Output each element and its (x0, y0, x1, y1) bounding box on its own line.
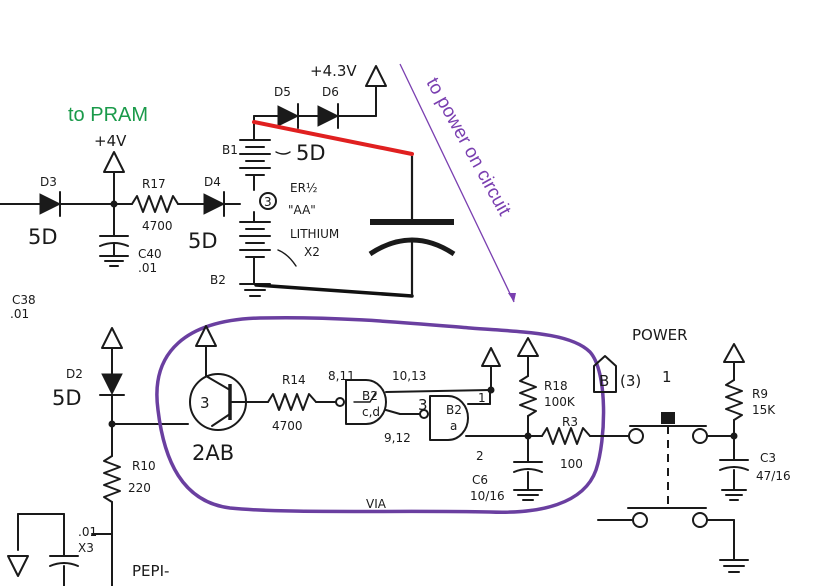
battery-er-label: ER½ (290, 181, 318, 195)
diode-d4-label: D4 (204, 175, 221, 189)
capacitor-c3-label: C3 (760, 451, 776, 465)
switch-number: 1 (662, 368, 672, 386)
bottom-left-cap-value: .01 (78, 525, 97, 539)
diode-d6-symbol (317, 105, 340, 127)
pins-9-12-label: 9,12 (384, 431, 411, 445)
battery-lithium-label: LITHIUM (290, 227, 339, 241)
diode-d2-label: D2 (66, 367, 83, 381)
gate-b2-cd-sub: c,d (362, 405, 380, 419)
gate-pin-1: 1 (478, 391, 486, 405)
resistor-r9-symbol (725, 379, 743, 421)
battery-aa-label: "AA" (288, 203, 316, 217)
red-wire (252, 120, 414, 156)
connector-b-symbol (593, 355, 617, 393)
capacitor-c6-value: 10/16 (470, 489, 505, 503)
capacitor-c3-value: 47/16 (756, 469, 791, 483)
diode-d5-symbol (277, 105, 300, 127)
resistor-r3-value: 100 (560, 457, 583, 471)
power-label: POWER (632, 326, 688, 344)
pins-8-11-label: 8,11 (328, 369, 355, 383)
gate-number-3: 3 (418, 396, 428, 414)
capacitor-c38-value: .01 (10, 307, 29, 321)
gate-b2-cd-label: B2 (362, 389, 378, 403)
capacitor-c40-label: C40 (138, 247, 162, 261)
annotation-power-on: to power on circuit (399, 63, 516, 303)
annotation-power-on-text: to power on circuit (422, 74, 515, 220)
gate-b2-cd: 8,11 10,13 9,12 B2 c,d (328, 369, 491, 445)
q3-number: 3 (200, 394, 210, 412)
power-switch-section: POWER B (3) 1 R9 15K C3 47/16 (593, 326, 791, 573)
r18-r3-c6: R18 100K R3 100 C6 10/16 VIA (366, 337, 629, 511)
d2-r10-column: D2 5D R10 220 (52, 327, 189, 586)
gate-b2-a-label: B2 (446, 403, 462, 417)
rail-q3-arrow (195, 325, 217, 347)
battery-cell-number: 3 (264, 195, 272, 209)
battery-b1-label: B1 (222, 143, 238, 157)
resistor-r14-symbol (267, 393, 317, 411)
connector-b-label: B (599, 372, 609, 390)
resistor-r18-symbol (519, 375, 537, 417)
switch-actuator (661, 412, 675, 424)
rail-d2-arrow (101, 327, 123, 349)
resistor-r18-value: 100K (544, 395, 576, 409)
resistor-r10-value: 220 (128, 481, 151, 495)
diode-d4-symbol (203, 193, 226, 215)
resistor-r14-value: 4700 (272, 419, 303, 433)
q3-type: 2AB (192, 441, 234, 465)
capacitor-c38-label: C38 (12, 293, 36, 307)
battery-b2-label: B2 (210, 273, 226, 287)
diode-d2-symbol (101, 373, 123, 396)
resistor-r3-symbol (541, 427, 591, 445)
rail-4v-arrow (103, 151, 125, 173)
bottom-left-fragments: .01 X3 PEPI- (7, 513, 169, 586)
resistor-r17-symbol (131, 195, 179, 213)
rail-43v-arrow (365, 65, 387, 87)
diode-d3-type: 5D (28, 225, 58, 249)
r14-resistor: R14 4700 (267, 373, 337, 433)
resistor-r10-symbol (103, 455, 121, 503)
diode-d3-symbol (39, 193, 62, 215)
bottom-left-cap-multiplier: X3 (78, 541, 94, 555)
pep-label: PEPI- (132, 562, 169, 580)
resistor-r9-label: R9 (752, 387, 768, 401)
diode-d4-type: 5D (188, 229, 218, 253)
rail-r18-arrow (517, 337, 539, 357)
capacitor-c6-label: C6 (472, 473, 488, 487)
annotation-arrow-line (399, 63, 515, 303)
pins-10-13-label: 10,13 (392, 369, 426, 383)
diode-d2-type: 5D (52, 386, 82, 410)
annotation-arrowhead (508, 293, 516, 302)
pullup-rail-left (481, 347, 501, 394)
black-wire (254, 283, 414, 298)
rail-43v-group: +4.3V D5 D6 5D (253, 62, 387, 165)
rail-gate-arrow (481, 347, 501, 367)
rail-r9-arrow (723, 343, 745, 363)
diode-d5-type: 5D (296, 141, 326, 165)
battery-x2-label: X2 (304, 245, 320, 259)
diode-d5-label: D5 (274, 85, 291, 99)
resistor-r3-label: R3 (562, 415, 578, 429)
connector-b-number: (3) (620, 372, 641, 390)
gate-b2-a-sub: a (450, 419, 457, 433)
resistor-r17-label: R17 (142, 177, 166, 191)
resistor-r14-label: R14 (282, 373, 306, 387)
diode-d3-label: D3 (40, 175, 57, 189)
resistor-r9-value: 15K (752, 403, 776, 417)
via-label: VIA (366, 497, 387, 511)
rail-43v-label: +4.3V (310, 62, 357, 80)
rail-4v-label: +4V (94, 132, 127, 150)
resistor-r18-label: R18 (544, 379, 568, 393)
resistor-r10-label: R10 (132, 459, 156, 473)
resistor-r17-value: 4700 (142, 219, 173, 233)
capacitor-c40-value: .01 (138, 261, 157, 275)
diode-d6-label: D6 (322, 85, 339, 99)
highlight-outline (155, 315, 606, 514)
pram-rail-group: to PRAM +4V D3 5D R17 4700 D4 5D C40 .01… (0, 104, 241, 321)
big-capacitor-symbol (368, 156, 456, 296)
q3-transistor: 3 2AB (189, 325, 269, 465)
annotation-to-pram: to PRAM (68, 104, 148, 126)
gate-b2-a: 3 B2 a 1 2 (418, 389, 529, 463)
gate-pin-2: 2 (476, 449, 484, 463)
